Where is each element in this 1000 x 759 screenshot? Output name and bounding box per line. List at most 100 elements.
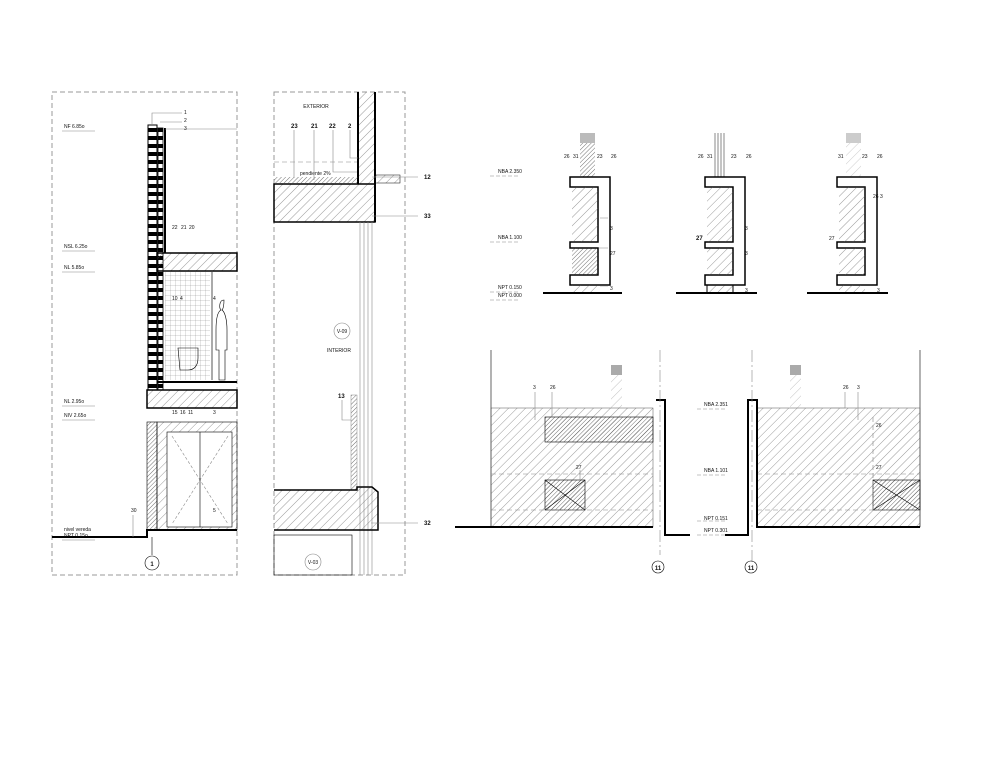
level-label: NSL 6.25o xyxy=(64,244,88,250)
callout: 22 xyxy=(329,124,336,130)
level-label: NPT 0.151 xyxy=(704,516,728,522)
grid-marker-11 xyxy=(651,560,665,574)
callout: 26 xyxy=(876,423,882,429)
callout: 31 xyxy=(707,154,713,160)
callout: 26 xyxy=(877,154,883,160)
tile-wall xyxy=(165,272,210,380)
brick-facade xyxy=(147,124,158,391)
callout: 3 xyxy=(184,126,187,132)
callout: 26 xyxy=(746,154,752,160)
callout: 10 xyxy=(172,296,178,302)
level-label: NL 5.85o xyxy=(64,265,84,271)
callout: 2 xyxy=(348,124,352,130)
callout: 4 xyxy=(180,296,183,302)
callout: 27 xyxy=(696,236,703,242)
callout: 21 xyxy=(311,124,318,130)
callout: 3 xyxy=(857,385,860,391)
callout: 32 xyxy=(424,521,431,527)
callout: 3 xyxy=(610,286,613,292)
callout: 5 xyxy=(213,508,216,514)
view-marker-label: V-03 xyxy=(308,560,319,566)
callout: 16 xyxy=(180,410,186,416)
callout: 33 xyxy=(424,214,431,220)
level-label: NPT 0.301 xyxy=(704,528,728,534)
lower-slab xyxy=(146,389,238,409)
grid-marker-label: 11 xyxy=(748,566,755,572)
detail-c: 31 23 26 26 3 27 3 xyxy=(807,133,888,294)
level-label: NPT 0.15o xyxy=(64,533,88,539)
callout: 26 xyxy=(611,154,617,160)
callout: 3 xyxy=(745,288,748,294)
callout: 31 xyxy=(573,154,579,160)
callout: 3 xyxy=(880,194,883,200)
level-label: NBA 2.350 xyxy=(498,169,522,175)
section-2-frame xyxy=(273,91,406,576)
callout: 27 xyxy=(610,251,616,257)
wall-section-1: 1 NF 6.85o NSL 6.25o NL 5.85o NL 2.95o N… xyxy=(51,91,238,576)
callouts-1: 1 2 3 22 21 20 10 4 4 15 16 11 3 5 30 xyxy=(131,110,237,537)
callout: 21 xyxy=(181,225,187,231)
callout: 3 xyxy=(745,251,748,257)
floor-slab xyxy=(274,486,379,531)
upper-slab xyxy=(156,252,238,272)
ground-line xyxy=(52,529,237,538)
slope-note: pendiente 2% xyxy=(300,171,331,177)
detail-a: 26 31 23 26 3 27 3 xyxy=(543,133,622,294)
view-marker xyxy=(304,553,322,571)
callout: 4 xyxy=(213,296,216,302)
callout: 20 xyxy=(189,225,195,231)
callout: 23 xyxy=(862,154,868,160)
grid-marker-label: 1 xyxy=(150,562,154,568)
wall-section-2: EXTERIOR INTERIOR pendiente 2% V-09 V-03… xyxy=(273,91,431,576)
grid-marker-1 xyxy=(144,555,160,571)
elevation-right: 11 26 3 26 27 xyxy=(725,350,921,574)
callout: 3 xyxy=(745,226,748,232)
level-markers-bottom: NBA 2.351 NBA 1.101 NPT 0.151 NPT 0.301 xyxy=(697,402,728,536)
callout: 15 xyxy=(172,410,178,416)
level-markers-1: NF 6.85o NSL 6.25o NL 5.85o NL 2.95o NIV… xyxy=(62,124,95,541)
callout: 26 xyxy=(873,194,879,200)
callout: 3 xyxy=(610,226,613,232)
callout: 26 xyxy=(698,154,704,160)
roof-slab xyxy=(273,183,376,223)
level-label: NL 2.95o xyxy=(64,399,84,405)
callout: 23 xyxy=(731,154,737,160)
toilet xyxy=(177,347,199,371)
callout: 22 xyxy=(172,225,178,231)
callout: 26 xyxy=(564,154,570,160)
elevation-left: 11 3 26 27 xyxy=(455,350,690,574)
detail-b: 26 31 23 26 3 27 3 3 xyxy=(676,133,757,294)
grid-marker-label: 11 xyxy=(655,566,662,572)
section-1-frame xyxy=(51,91,238,576)
callout: 1 xyxy=(184,110,187,116)
callout: 27 xyxy=(876,465,882,471)
level-markers-top: NBA 2.350 NBA 1.100 NPT 0.150 NPT 0.000 xyxy=(490,169,522,301)
level-label: nivel vereda xyxy=(64,527,91,533)
callout: 31 xyxy=(838,154,844,160)
callout: 30 xyxy=(131,508,137,514)
callout: 26 xyxy=(843,385,849,391)
callout: 26 xyxy=(550,385,556,391)
callouts-2: 23 21 22 2 12 33 13 32 xyxy=(291,124,431,527)
callout: 23 xyxy=(291,124,298,130)
callout: 12 xyxy=(424,175,431,181)
level-label: NF 6.85o xyxy=(64,124,85,130)
callout: 3 xyxy=(213,410,216,416)
callout: 3 xyxy=(877,288,880,294)
level-label: NBA 1.100 xyxy=(498,235,522,241)
level-label: NIV 2.65o xyxy=(64,413,86,419)
callout: 11 xyxy=(188,410,193,416)
callout: 3 xyxy=(533,385,536,391)
view-marker xyxy=(333,322,351,340)
callout: 27 xyxy=(829,236,835,242)
level-label: NBA 1.101 xyxy=(704,468,728,474)
parapet-details: NBA 2.350 NBA 1.100 NPT 0.150 NPT 0.000 … xyxy=(490,133,888,301)
grid-marker-11 xyxy=(744,560,758,574)
interior-label: INTERIOR xyxy=(327,348,351,354)
level-label: NPT 0.150 xyxy=(498,285,522,291)
callout: 23 xyxy=(597,154,603,160)
callout: 2 xyxy=(184,118,187,124)
exterior-label: EXTERIOR xyxy=(303,104,329,110)
callout: 27 xyxy=(576,465,582,471)
